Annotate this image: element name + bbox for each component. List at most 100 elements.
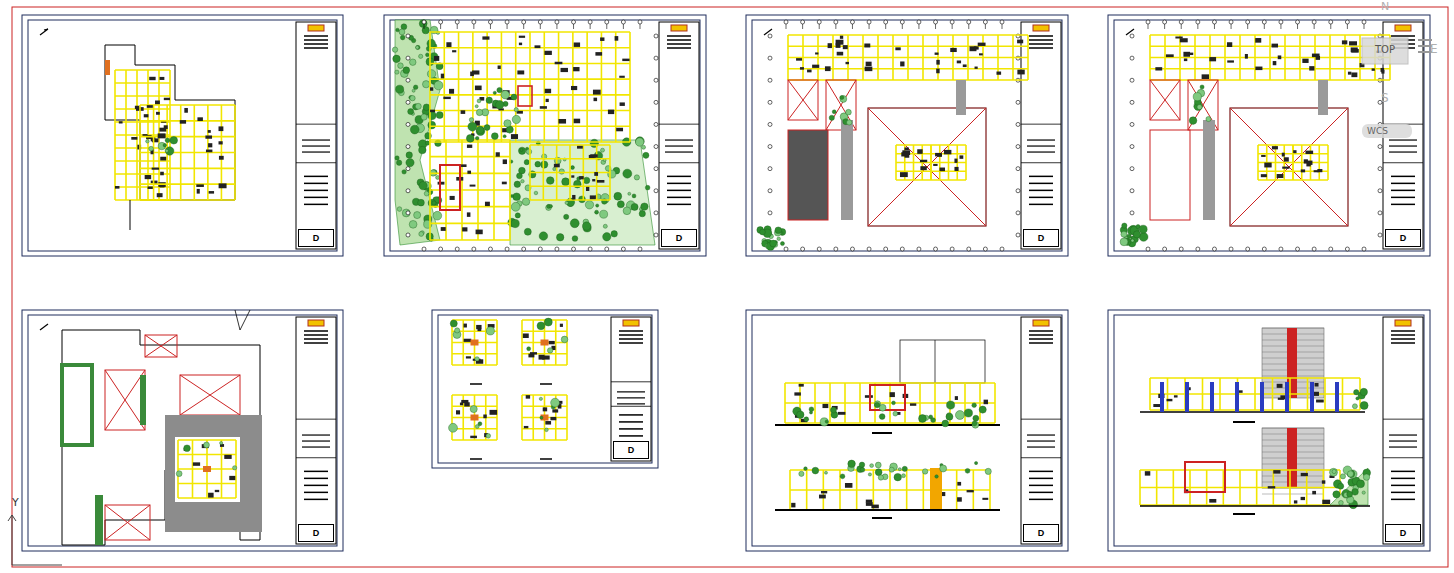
view-title-line <box>872 432 892 434</box>
tree-symbol <box>516 173 522 179</box>
tree-symbol <box>395 70 399 74</box>
furniture-mark <box>462 227 467 231</box>
title-block <box>611 317 651 461</box>
tree-symbol <box>804 467 808 471</box>
furniture-mark <box>940 168 945 172</box>
tree-symbol <box>641 203 648 210</box>
axis-bubble <box>817 247 821 251</box>
furniture-mark <box>219 126 224 131</box>
title-text-line <box>1391 35 1415 37</box>
furniture-mark <box>1278 55 1282 59</box>
furniture-mark <box>158 133 166 138</box>
tree-symbol <box>1133 231 1140 238</box>
tree-symbol <box>393 55 401 63</box>
axis-bubble <box>1130 211 1134 215</box>
axis-bubble <box>505 20 509 24</box>
axis-bubble <box>1196 247 1200 251</box>
title-text-line <box>1389 145 1417 146</box>
axis-tick <box>1280 24 1281 29</box>
axis-tick <box>1347 24 1348 29</box>
axis-bubble <box>472 247 476 251</box>
tree-symbol <box>514 181 520 187</box>
title-text-line <box>302 151 330 152</box>
furniture-mark <box>800 67 804 70</box>
axis-tick <box>885 24 886 29</box>
core-band <box>1287 428 1297 488</box>
tree-symbol <box>504 120 511 127</box>
tree-symbol <box>475 357 479 361</box>
tree-symbol <box>643 152 649 158</box>
wall-line <box>1150 45 1390 47</box>
unit-ground <box>175 437 240 502</box>
furniture-mark <box>119 121 123 123</box>
title-divider <box>659 124 699 125</box>
furniture-mark <box>1351 72 1357 77</box>
column-mark <box>1210 382 1214 412</box>
tree-symbol <box>985 468 991 474</box>
furniture-mark <box>1322 500 1330 504</box>
axis-bubble <box>867 247 871 251</box>
axis-bubble <box>1146 20 1150 24</box>
wall-line <box>1150 377 1360 379</box>
tree-symbol <box>614 192 622 200</box>
logo <box>308 25 324 31</box>
wall-line <box>140 120 235 122</box>
furniture-mark <box>443 97 450 99</box>
wall-line <box>785 402 995 404</box>
sheet-size-tag: D <box>1023 229 1059 247</box>
axis-bubble <box>621 247 625 251</box>
furniture-mark <box>1272 44 1278 48</box>
tree-symbol <box>585 201 593 209</box>
sheet <box>432 310 658 468</box>
courtyard-frame <box>1230 108 1348 226</box>
tree-symbol <box>847 120 852 125</box>
axis-bubble <box>455 20 459 24</box>
axis-bubble <box>505 247 509 251</box>
tree-symbol <box>511 94 517 100</box>
furniture-mark <box>498 65 501 68</box>
title-text-line <box>1391 190 1415 192</box>
furniture-mark <box>791 503 795 508</box>
edge-line <box>235 310 250 330</box>
tree-symbol <box>919 415 927 423</box>
axis-bubble <box>768 56 772 60</box>
axis-bubble <box>1016 100 1020 104</box>
stair-mark <box>105 60 110 75</box>
axis-tick <box>1330 24 1331 29</box>
title-text-line <box>619 435 643 437</box>
furniture-mark <box>1351 47 1358 52</box>
tree-symbol <box>1139 225 1147 233</box>
title-text-line <box>1029 334 1053 336</box>
tree-symbol <box>942 420 949 427</box>
furniture-mark <box>460 403 463 406</box>
furniture-mark <box>904 147 908 150</box>
furniture-mark <box>135 106 140 109</box>
tree-symbol <box>424 191 429 196</box>
wall-line <box>931 170 966 172</box>
axis-tick <box>786 24 787 29</box>
title-text-line <box>1027 446 1055 447</box>
furniture-mark <box>1301 473 1308 476</box>
tree-symbol <box>777 237 781 241</box>
wall-line <box>522 330 567 332</box>
furniture-mark <box>160 172 164 176</box>
tree-symbol <box>477 99 481 103</box>
building-outline <box>105 45 235 200</box>
tree-symbol <box>600 148 604 152</box>
sheet-border <box>384 15 706 256</box>
tree-symbol <box>537 322 545 330</box>
tree-symbol <box>409 220 417 228</box>
tree-symbol <box>412 89 415 92</box>
tree-symbol <box>1122 223 1127 228</box>
axis-tick <box>1214 24 1215 29</box>
furniture-mark <box>1342 40 1347 44</box>
tree-symbol <box>146 140 150 144</box>
tree-symbol <box>965 468 970 473</box>
sheet-size-tag: D <box>661 229 697 247</box>
axis-bubble <box>488 247 492 251</box>
axis-bubble <box>406 122 410 126</box>
furniture-mark <box>523 333 529 338</box>
axis-bubble <box>1130 122 1134 126</box>
tree-symbol <box>395 156 399 160</box>
tree-symbol <box>1339 500 1344 505</box>
